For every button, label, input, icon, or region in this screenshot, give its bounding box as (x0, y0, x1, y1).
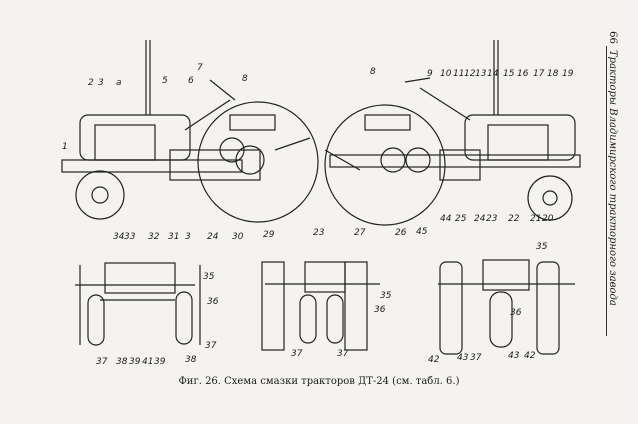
figure-caption: Фиг. 26. Схема смазки тракторов ДТ-24 (с… (178, 376, 460, 387)
front-view-3 (438, 259, 575, 355)
callout-label: 10 (440, 69, 452, 79)
tractor-left-side-view (61, 40, 319, 223)
callout-label: 1 (62, 142, 68, 152)
callout-label: 39 (154, 357, 166, 367)
callout-label: 43 (457, 353, 469, 363)
callout-label: 25 (455, 214, 467, 224)
callout-label: 20 (542, 214, 554, 224)
page-number: 66 (606, 31, 618, 44)
callout-label: 16 (517, 69, 529, 79)
callout-label: 26 (395, 228, 407, 238)
callout-label: 17 (533, 69, 545, 79)
callout-label: 8 (370, 67, 376, 77)
callout-label: 8 (242, 74, 248, 84)
callout-label: 27 (354, 228, 366, 238)
callout-label: 39 (129, 357, 141, 367)
callout-label: 5 (162, 76, 168, 86)
callout-label: 35 (536, 242, 548, 252)
callout-label: 38 (116, 357, 128, 367)
callout-label: a (116, 78, 122, 88)
callout-label: 18 (547, 69, 559, 79)
running-head: Тракторы Владимирского тракторного завод… (607, 50, 618, 306)
callout-label: 36 (510, 308, 522, 318)
callout-label: 37 (291, 349, 303, 359)
callout-label: 37 (470, 353, 482, 363)
callout-label: 24 (207, 232, 219, 242)
callout-label: 43 (508, 351, 520, 361)
callout-label: 9 (427, 69, 433, 79)
callout-label: 33 (124, 232, 136, 242)
callout-label: 12 (464, 69, 476, 79)
callout-label: 35 (380, 291, 392, 301)
callout-label: 36 (374, 305, 386, 315)
callout-label: 35 (203, 272, 215, 282)
callout-label: 23 (486, 214, 498, 224)
callout-label: 23 (313, 228, 325, 238)
callout-label: 2 (88, 78, 94, 88)
callout-label: 37 (205, 341, 217, 351)
callout-label: 42 (428, 355, 440, 365)
callout-label: 36 (207, 297, 219, 307)
callout-label: 32 (148, 232, 160, 242)
callout-label: 6 (188, 76, 194, 86)
callout-label: 34 (113, 232, 125, 242)
callout-label: 14 (487, 69, 499, 79)
tractor-right-side-view (324, 40, 581, 226)
callout-label: 45 (416, 227, 428, 237)
callout-label: 41 (142, 357, 154, 367)
callout-label: 37 (96, 357, 108, 367)
header-rule (606, 46, 607, 336)
callout-label: 42 (524, 351, 536, 361)
front-view-1 (75, 262, 201, 346)
callout-label: 22 (508, 214, 520, 224)
callout-label: 13 (475, 69, 487, 79)
callout-label: 38 (185, 355, 197, 365)
callout-label: 44 (440, 214, 452, 224)
callout-label: 15 (503, 69, 515, 79)
callout-label: 3 (98, 78, 104, 88)
callout-label: 21 (530, 214, 542, 224)
callout-label: 11 (453, 69, 465, 79)
callout-label: 37 (337, 349, 349, 359)
front-view-2 (261, 261, 380, 351)
callout-label: 7 (197, 63, 203, 73)
callout-label: 3 (185, 232, 191, 242)
callout-label: 24 (474, 214, 486, 224)
callout-label: 31 (168, 232, 180, 242)
callout-label: 29 (263, 230, 275, 240)
callout-label: 30 (232, 232, 244, 242)
callout-label: 19 (562, 69, 574, 79)
